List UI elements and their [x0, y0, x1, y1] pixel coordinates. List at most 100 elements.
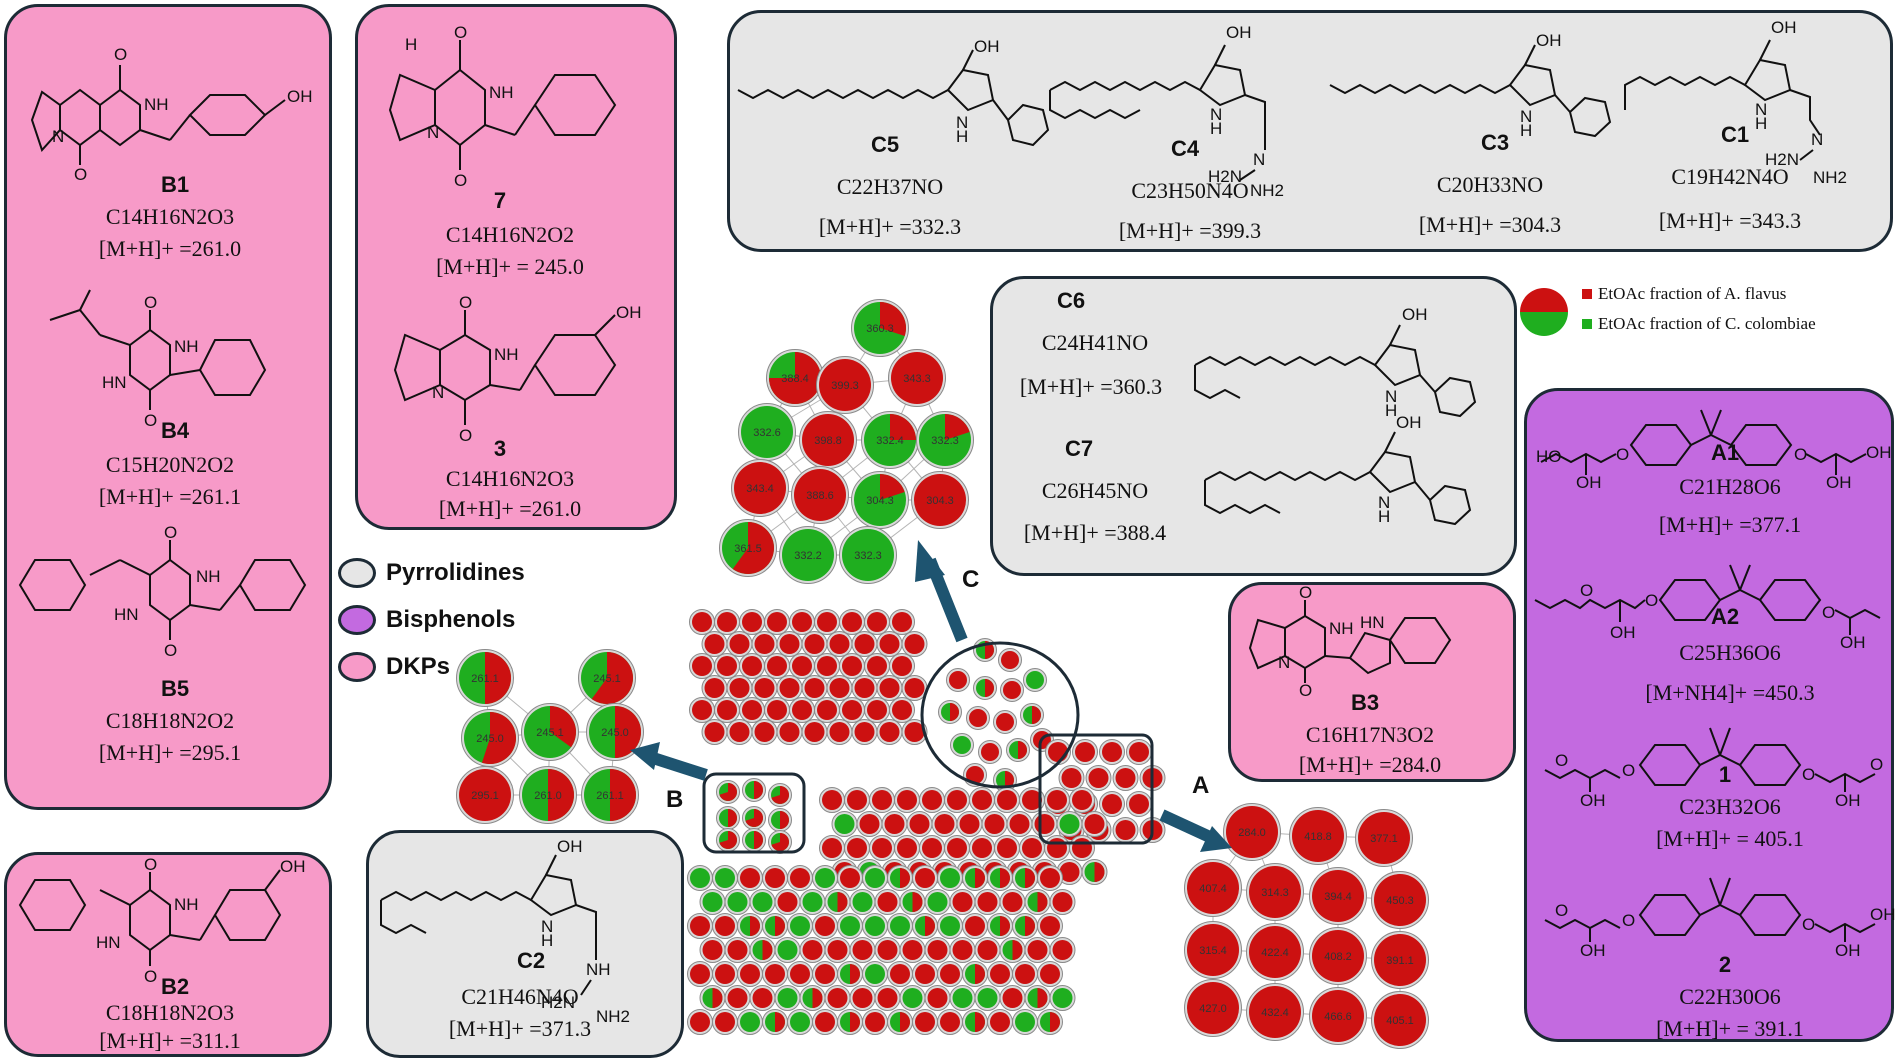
svg-text:OH: OH: [1580, 791, 1606, 810]
network-edge: [484, 737, 491, 796]
cluster-a-node-label: 427.0: [1199, 1003, 1227, 1015]
overview-cluster-node: [876, 719, 903, 745]
svg-text:O: O: [1870, 755, 1883, 774]
overview-lattice-node: [687, 961, 713, 987]
pie-legend-flavus-label: EtOAc fraction of A. flavus: [1598, 284, 1787, 303]
cluster-a-node-label: 314.3: [1261, 887, 1289, 899]
legend-pyrrolidines: Pyrrolidines: [338, 558, 525, 588]
overview-cluster-node: [701, 675, 728, 701]
overview-lattice-node: [887, 961, 913, 987]
overview-lattice-node: [1019, 787, 1045, 813]
compound-3-id: 3: [493, 436, 507, 461]
compound-1-id: 1: [1718, 762, 1732, 787]
overview-cluster-b-node: [716, 806, 740, 830]
overview-cluster-c-node: [978, 740, 1002, 764]
overview-lattice-node: [1037, 1009, 1063, 1035]
overview-cluster-node: [726, 631, 753, 657]
overview-lattice-node: [937, 1009, 963, 1035]
overview-lattice-node: [844, 787, 870, 813]
overview-lattice-node: [999, 889, 1026, 915]
arrow-a: [1159, 809, 1232, 852]
node-label: 295.1: [471, 790, 499, 802]
overview-lattice-node: [712, 1009, 738, 1035]
overview-lattice-node: [919, 835, 945, 861]
network-edge: [766, 384, 846, 433]
compound-c5-ion: [M+H]+ =332.3: [818, 214, 962, 239]
overview-lattice-node: [962, 913, 988, 939]
compound-b4-ion: [M+H]+ =261.1: [98, 484, 242, 509]
overview-cluster-a-node: [1126, 739, 1152, 765]
cluster-a-node-label: 418.8: [1304, 831, 1332, 843]
cluster-a-node: [1184, 859, 1242, 917]
overview-lattice-node: [1012, 865, 1038, 891]
overview-lattice-node: [949, 937, 976, 963]
overview-lattice-node: [699, 985, 726, 1011]
structure-1: OH OO O OHO: [1544, 727, 1883, 810]
overview-lattice-node: [787, 913, 813, 939]
compound-b3-formula: C16H17N3O2: [1305, 722, 1435, 747]
overview-lattice-node: [937, 865, 963, 891]
overview-cluster-node: [701, 631, 728, 657]
overview-lattice-node: [856, 811, 883, 837]
svg-text:NH: NH: [489, 83, 514, 102]
svg-text:H: H: [1378, 507, 1390, 526]
overview-cluster-node: [851, 719, 878, 745]
overview-lattice-node: [812, 913, 838, 939]
overview-cluster-node: [814, 653, 840, 679]
network-edge: [819, 494, 869, 556]
structure-c5: OH NH: [737, 37, 1050, 147]
overview-cluster-c-node: [966, 706, 990, 730]
svg-text:N: N: [432, 383, 444, 402]
compound-c5-formula: C22H37NO: [836, 174, 944, 199]
network-edge: [766, 377, 796, 433]
network-edge: [747, 547, 809, 556]
cluster-a-node-label: 466.6: [1324, 1011, 1352, 1023]
svg-text:O: O: [1299, 583, 1312, 602]
overview-lattice-node: [1012, 913, 1038, 939]
compound-c1-id: C1: [1720, 122, 1750, 147]
network-edge: [1337, 1015, 1401, 1021]
overview-cluster-node: [726, 719, 753, 745]
overview-lattice-node: [899, 937, 926, 963]
overview-lattice-node: [737, 913, 763, 939]
overview-lattice-node: [787, 865, 813, 891]
cluster-a-node-label: 405.1: [1386, 1015, 1414, 1027]
svg-text:HN: HN: [1360, 613, 1385, 632]
overview-lattice-node: [949, 985, 976, 1011]
overview-cluster-a-node: [1045, 739, 1071, 765]
overview-lattice-node: [981, 811, 1008, 837]
node-label: 332.2: [794, 550, 822, 562]
svg-text:OH: OH: [1610, 623, 1636, 642]
node-label: 360.3: [866, 323, 894, 335]
svg-text:NH: NH: [174, 895, 199, 914]
overview-lattice-node: [812, 865, 838, 891]
overview-lattice-node: [812, 1009, 838, 1035]
svg-text:O: O: [144, 411, 157, 430]
svg-text:NH: NH: [586, 960, 611, 979]
network-edge: [867, 499, 941, 556]
compound-c6-formula: C24H41NO: [1041, 330, 1149, 355]
overview-cluster-node: [889, 653, 915, 679]
svg-text:N: N: [1253, 150, 1265, 169]
svg-text:O: O: [1802, 915, 1815, 934]
compound-b1-id: B1: [160, 172, 190, 197]
structure-3: O O NHN OH: [393, 293, 642, 445]
overview-lattice-node: [762, 961, 788, 987]
svg-text:N: N: [1811, 130, 1823, 149]
compound-2-id: 2: [1718, 952, 1732, 977]
overview-cluster-a-node: [1045, 791, 1071, 817]
overview-cluster-a-node: [1139, 765, 1166, 791]
svg-text:OH: OH: [280, 857, 306, 876]
svg-text:O: O: [1622, 911, 1635, 930]
svg-text:OH: OH: [1402, 305, 1428, 324]
network-edge: [1317, 835, 1385, 839]
overview-cluster-node: [864, 609, 890, 635]
structure-a2: OH OO O OH: [1534, 564, 1881, 652]
overview-cluster-node: [801, 719, 828, 745]
compound-c4-formula: C23H50N4O: [1131, 178, 1249, 203]
overview-cluster-c-node: [1006, 738, 1030, 762]
